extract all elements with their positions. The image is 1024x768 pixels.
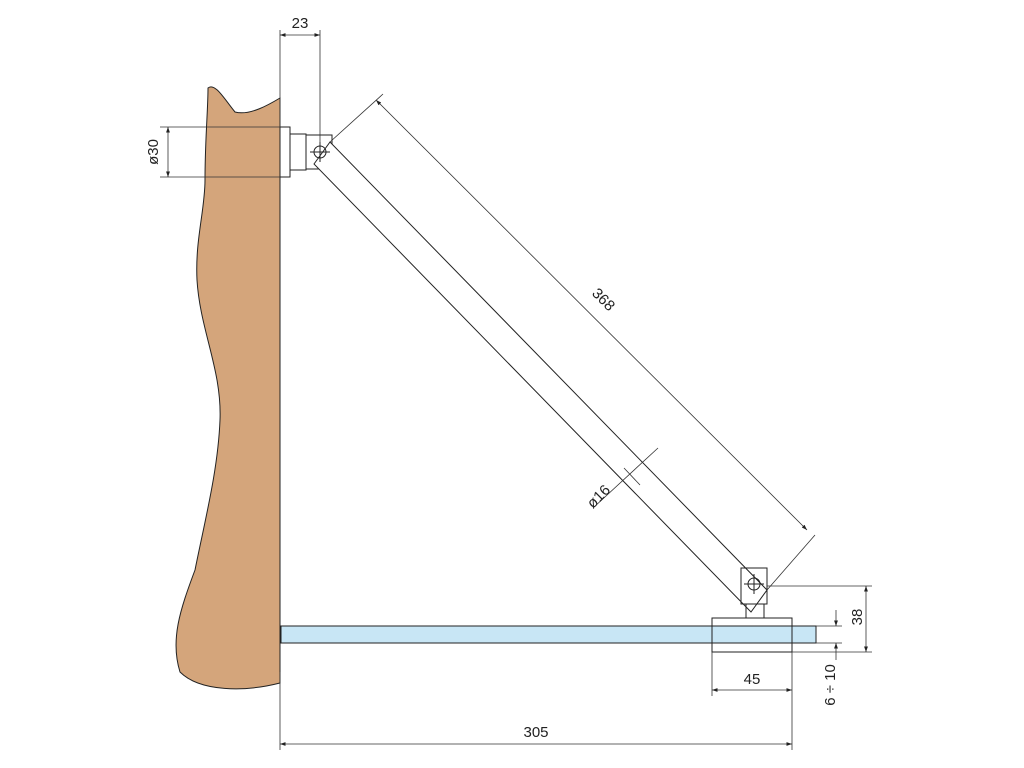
dimension-strut-length: 368	[329, 93, 816, 591]
dim-label-strut-diameter: ø16	[584, 482, 614, 512]
dimension-total-length: 305	[279, 672, 793, 750]
dimension-clamp-width: 45	[711, 652, 793, 696]
wall-fitting	[279, 126, 333, 178]
dimension-glass-thickness: 6 ÷ 10	[816, 610, 842, 706]
glass-clamp	[711, 567, 793, 653]
dim-label-clamp-height: 38	[849, 609, 866, 626]
glass-pane	[280, 625, 817, 644]
wall	[175, 86, 281, 690]
top-pin	[310, 142, 330, 162]
diagonal-strut	[313, 141, 768, 613]
dim-label-offset: 23	[292, 15, 309, 32]
dimension-offset: 23	[279, 15, 321, 145]
dim-label-total-length: 305	[523, 724, 548, 741]
dim-label-wall-diameter: ø30	[145, 139, 162, 165]
dim-label-strut-length: 368	[588, 285, 618, 315]
dimension-clamp-height: 38	[767, 585, 872, 653]
dimension-wall-diameter: ø30	[145, 126, 280, 178]
dim-label-glass-thickness: 6 ÷ 10	[822, 664, 839, 706]
dim-label-clamp-width: 45	[744, 671, 761, 688]
